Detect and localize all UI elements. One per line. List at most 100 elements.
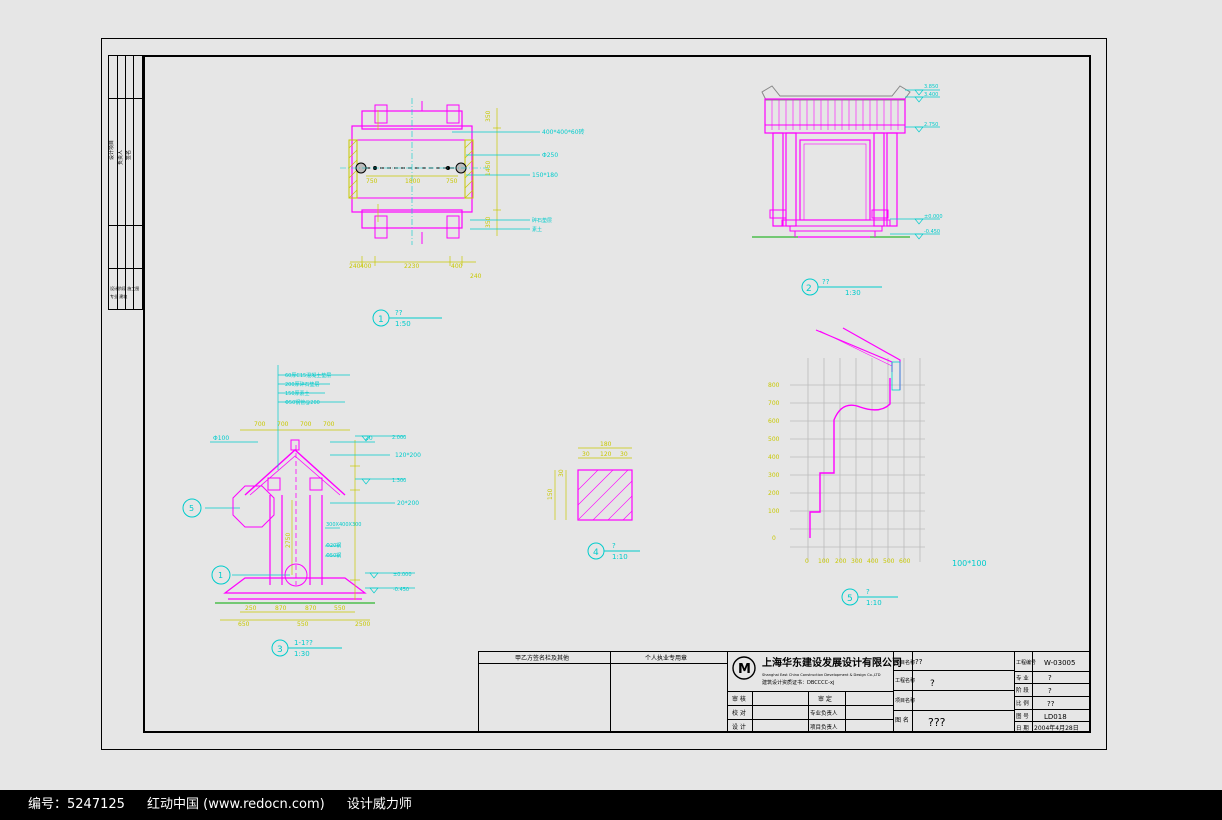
strip-text-b: 负责人 <box>117 150 124 165</box>
company-name-cn: 上海华东建设发展设计有限公司 <box>762 656 902 669</box>
section-note-3: Φ50钢管@200 <box>285 399 320 406</box>
section-dim-7: 550 <box>334 605 346 612</box>
grid-spacing-label: 100*100 <box>952 559 987 568</box>
section-note-2: 150厚素土 <box>285 390 310 397</box>
tb-date-label: 日 期 <box>1016 725 1029 732</box>
grid-x-3: 300 <box>851 558 863 565</box>
detail5-view <box>790 327 925 606</box>
detail4-dim-4: 150 <box>547 488 554 500</box>
detail4-dim-3: 30 <box>620 451 628 458</box>
section-label-10: -0.450 <box>393 587 409 593</box>
section-dim-2: 700 <box>300 421 312 428</box>
section-label-1: 20 <box>365 435 373 442</box>
section-label-7: 2.000 <box>392 435 406 441</box>
tb-sheet-value: LD018 <box>1044 713 1067 721</box>
tb-no-label: 工程编号 <box>1016 659 1036 666</box>
plan-dim-3: 400 <box>451 263 463 270</box>
plan-dim-6: 1800 <box>405 178 420 185</box>
detail4-dim-0: 180 <box>600 441 612 448</box>
plan-note-1: Φ250 <box>542 152 558 159</box>
grid-x-6: 600 <box>899 558 911 565</box>
tb-row-left-2: 设 计 <box>732 723 746 731</box>
section-dim-3: 700 <box>323 421 335 428</box>
section-note-1: 200厚碎石垫层 <box>285 381 320 388</box>
drawing-sheet: 设计项目 负责人 签名 设计阶段 施工图 专业 建筑 <box>101 38 1107 750</box>
elev-level-0: 3.850 <box>924 84 938 90</box>
tb-date-value: 2004年4月28日 <box>1034 724 1079 732</box>
grid-x-1: 100 <box>818 558 830 565</box>
plan-note-3: 碎石垫层 <box>532 217 552 224</box>
detail4-dim-2: 120 <box>600 451 612 458</box>
grid-x-4: 400 <box>867 558 879 565</box>
plan-view-number: 1 <box>378 315 384 325</box>
grid-y-3: 500 <box>768 436 780 443</box>
company-cert: 建筑设计资质证书：DBCCCC-xj <box>762 679 834 686</box>
section-dim-0: 700 <box>254 421 266 428</box>
elev-level-1: 3.400 <box>924 92 938 98</box>
plan-dim-8: 350 <box>485 110 492 122</box>
strip-text-d: 设计阶段 施工图 <box>110 285 139 291</box>
tb-sub-label: 工程名称 <box>895 677 915 684</box>
plan-dim-10: 350 <box>485 216 492 228</box>
detail5-view-number: 5 <box>847 594 853 604</box>
grid-y-0: 800 <box>768 382 780 389</box>
section-label-0: Φ100 <box>213 435 229 442</box>
section-label-4: 300X400X300 <box>326 522 361 528</box>
grid-y-8: 0 <box>772 535 776 542</box>
grid-y-6: 200 <box>768 490 780 497</box>
tb-row-mid-2: 项目负责人 <box>810 723 838 731</box>
section-label-3: 20*200 <box>397 500 419 507</box>
strip-text-a: 设计项目 <box>108 140 115 160</box>
elev-level-3: ±0.000 <box>924 214 943 220</box>
section-view-scale: 1:30 <box>294 650 310 658</box>
title-block <box>478 651 1091 733</box>
grid-x-5: 500 <box>883 558 895 565</box>
plan-view-scale: 1:50 <box>395 320 411 328</box>
detail4-view-scale: 1:10 <box>612 553 628 561</box>
footer-site: 红动中国 (www.redocn.com) <box>147 797 325 812</box>
section-dim-8: 650 <box>238 621 250 628</box>
section-label-2: 120*200 <box>395 452 421 459</box>
tb-scale-value: ?? <box>1047 700 1055 708</box>
plan-view <box>340 98 540 327</box>
section-dim-6: 870 <box>305 605 317 612</box>
elev-view-number: 2 <box>806 284 812 294</box>
plan-dim-2: 2230 <box>404 263 419 270</box>
plan-dim-5: 750 <box>366 178 378 185</box>
section-dim-5: 870 <box>275 605 287 612</box>
section-dim-1: 700 <box>277 421 289 428</box>
plan-dim-7: 750 <box>446 178 458 185</box>
tb-row-left-1: 校 对 <box>732 709 746 717</box>
plan-note-4: 素土 <box>532 226 542 233</box>
elev-view-scale: 1:30 <box>845 289 861 297</box>
watermark-footer-bar: 编号：5247125 红动中国 (www.redocn.com) 设计威力师 <box>0 790 1222 820</box>
section-label-9: ±0.000 <box>393 572 412 578</box>
detail4-dim-1: 30 <box>582 451 590 458</box>
grid-x-0: 0 <box>805 558 809 565</box>
plan-dim-1: 400 <box>360 263 372 270</box>
tb-drawing-value: ??? <box>928 716 946 729</box>
plan-view-name: ?? <box>395 309 403 317</box>
section-dim-10: 2500 <box>355 621 370 628</box>
section-callout-1: 1 <box>218 571 223 580</box>
section-label-6: Φ50钢 <box>326 552 341 559</box>
tb-stage-value: ? <box>1048 687 1052 695</box>
tb-item-label: 项目名称 <box>895 697 915 704</box>
company-logo: M <box>738 662 751 677</box>
section-note-0: 60厚C15混凝土垫层 <box>285 372 331 379</box>
company-name-en: Shanghai East China Construction Develop… <box>762 673 881 677</box>
detail4-view <box>554 447 640 560</box>
plan-note-2: 150*180 <box>532 172 558 179</box>
tb-sheet-label: 图 号 <box>1016 712 1029 720</box>
grid-y-1: 700 <box>768 400 780 407</box>
elev-view-name: ?? <box>822 278 830 286</box>
tb-row-mid-1: 专业负责人 <box>810 709 838 717</box>
section-callout-5: 5 <box>189 504 194 513</box>
tb-sub-value: ? <box>930 679 935 689</box>
section-dim-4: 250 <box>245 605 257 612</box>
elevation-view <box>752 85 940 296</box>
outer-border <box>101 38 1107 750</box>
elev-level-2: 2.750 <box>924 122 938 128</box>
detail5-view-name: ? <box>866 588 870 596</box>
tb-spec-value: ? <box>1048 674 1052 682</box>
